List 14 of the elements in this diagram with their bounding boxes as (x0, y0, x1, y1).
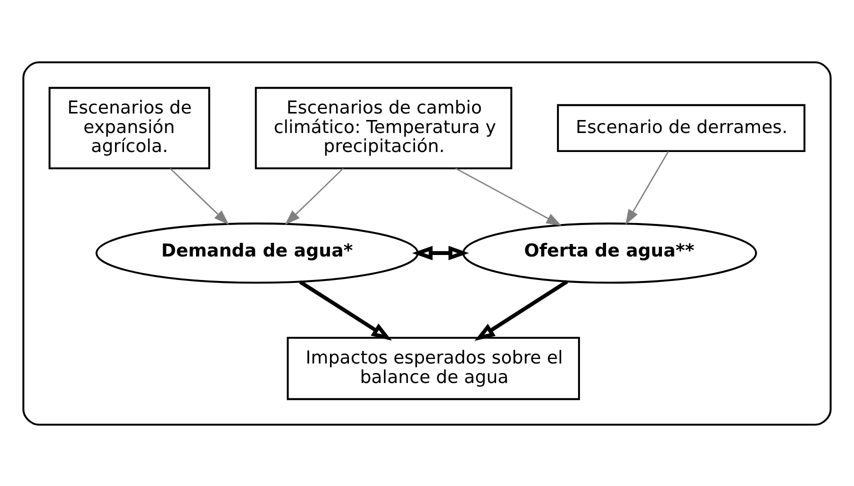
arrow (299, 280, 392, 340)
arrow (170, 168, 230, 224)
node-box: Impactos esperados sobre el balance de agua (286, 336, 580, 400)
cluster (22, 60, 832, 426)
node-ellipse: Oferta de agua** (462, 222, 757, 284)
node-ellipse: Demanda de agua* (96, 222, 419, 284)
arrow (474, 280, 568, 340)
arrow (625, 150, 669, 224)
node-box: Escenarios de expansión agrícola. (48, 86, 210, 169)
arrow (412, 245, 470, 260)
node-box: Escenarios de cambio climático: Temperatura y precipitación. (254, 86, 512, 169)
node-box: Escenario de derrames. (556, 104, 806, 152)
arrow (455, 167, 562, 226)
arrow (284, 168, 344, 224)
